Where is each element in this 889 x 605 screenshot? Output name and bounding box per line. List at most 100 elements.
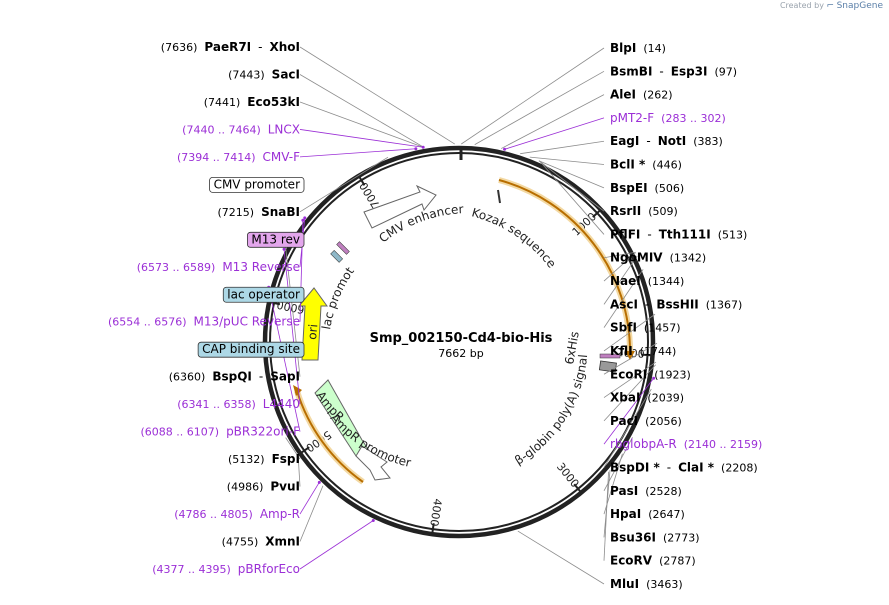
label-sep: - [259,370,263,384]
label-name: BclI * [610,158,646,172]
label-name: PasI [610,484,638,498]
label-pos: (7443) [228,68,265,81]
label-pos: (2208) [721,461,758,474]
site-label-kfli[interactable]: KflI(1744) [610,344,676,358]
site-label-saci[interactable]: (7443)SacI [228,67,300,81]
leader-line [539,160,605,212]
label-sep: - [258,40,262,54]
site-label-bsu36i[interactable]: Bsu36I(2773) [610,530,700,544]
primer-label-pbr322ori-f[interactable]: (6088 .. 6107)pBR322ori-F [141,425,301,439]
site-label-paci[interactable]: PacI(2056) [610,414,682,428]
feature-label-cap-binding-site[interactable]: CAP binding site [197,341,305,358]
site-label-pflfi[interactable]: PflFI-Tth111I(513) [610,227,747,241]
lac-operator-box [336,241,350,255]
label-pos: (14) [643,42,666,55]
label-name2: XhoI [269,40,300,54]
leader-line [299,520,374,570]
features [293,177,635,485]
label-name: pBRforEco [238,562,300,576]
primer-label-l4440[interactable]: (6341 .. 6358)L4440 [177,397,300,411]
site-label-xbai[interactable]: XbaI(2039) [610,391,684,405]
label-name2: Esp3I [671,64,708,78]
site-label-pvui[interactable]: (4986)PvuI [227,480,300,494]
label-pos: (2056) [645,415,682,428]
primer-label-m13-reverse[interactable]: (6573 .. 6589)M13 Reverse [137,260,300,274]
label-box-lac-operator [222,286,305,303]
primer-label-rbglobpa-r[interactable]: rbglobpA-R(2140 .. 2159) [610,437,762,451]
label-pos: (7215) [218,206,255,219]
site-label-mlui[interactable]: MluI(3463) [610,577,683,591]
site-label-ecorv[interactable]: EcoRV(2787) [610,554,696,568]
primer-label-cmv-f[interactable]: (7394 .. 7414)CMV-F [177,150,300,164]
site-label-bspdi[interactable]: BspDI *-ClaI *(2208) [610,460,758,474]
label-pos: (2140 .. 2159) [684,438,763,451]
site-label-rsrii[interactable]: RsrII(509) [610,204,678,218]
label-pos: (3463) [646,578,683,591]
label-box-cap-binding-site [197,341,305,358]
label-name: CAP binding site [202,342,300,356]
label-name: M13 rev [251,232,300,246]
label-sep: - [646,134,650,148]
site-label-snabi[interactable]: (7215) SnaBI [218,205,300,219]
label-name2: NotI [658,134,687,148]
feature-label-cmv-promoter[interactable]: CMV promoter [209,176,305,193]
site-label-ngomiv[interactable]: NgoMIV(1342) [610,251,706,265]
primer-site-mark [282,247,286,251]
primer-label-amp-r[interactable]: (4786 .. 4805)Amp-R [174,507,300,521]
leader-line [283,249,301,405]
primer-site-mark [371,518,375,522]
tick-5000 [299,446,310,455]
label-name: SnaBI [261,205,300,219]
site-label-pasi[interactable]: PasI(2528) [610,484,682,498]
label-name: KflI [610,344,633,358]
cds-arc [498,179,632,353]
site-label-sbfi[interactable]: SbfI(1457) [610,321,681,335]
site-label-xmni[interactable]: (4755)XmnI [222,535,300,549]
site-label-eagi[interactable]: EagI-NotI(383) [610,134,723,148]
site-label-asci[interactable]: AscI-BssHII(1367) [610,297,742,311]
primer-label-lncx[interactable]: (7440 .. 7464) LNCX [182,122,300,136]
site-label-alei[interactable]: AleI(262) [610,88,673,102]
leader-line [603,251,636,259]
feature-label-lac-operator[interactable]: lac operator [222,286,305,303]
label-pos: (1367) [706,298,743,311]
site-label-paer7i[interactable]: (7636)PaeR7I-XhoI [161,40,300,54]
site-label-bspqi[interactable]: (6360)BspQI-SapI [169,370,300,384]
site-label-fspi[interactable]: (5132)FspI [228,452,300,466]
label-name: LNCX [268,122,300,136]
label-pos: (1344) [648,275,685,288]
primer-label-pmt2-f[interactable]: pMT2-F(283 .. 302) [610,111,726,125]
label-pos: (5132) [228,453,265,466]
right-label-column: BlpI(14)BsmBI-Esp3I(97)AleI(262)pMT2-F(2… [610,41,762,591]
plasmid-length: 7662 bp [438,347,483,360]
site-label-ecori[interactable]: EcoRI(1923) [610,367,691,381]
tick-label-4000: 4000 [427,498,444,528]
label-pos: (6360) [169,371,206,384]
primer-label-pbrforeco[interactable]: (4377 .. 4395)pBRforEco [152,562,300,576]
label-sep: - [645,297,649,311]
ampr-promoter-arrow [355,445,391,481]
site-label-bcli[interactable]: BclI *(446) [610,158,682,172]
label-pos: (7440 .. 7464) [182,123,261,136]
tick-label-3000: 3000 [554,460,582,490]
leader-line [501,94,605,149]
site-label-hpai[interactable]: HpaI(2647) [610,507,685,521]
label-name: PflFI [610,227,640,241]
site-label-eco53ki[interactable]: (7441)Eco53kI [204,95,300,109]
label-name: pMT2-F [610,111,654,125]
leader-line [529,156,605,165]
site-label-naei[interactable]: NaeI(1344) [610,274,684,288]
site-label-blpi[interactable]: BlpI(14) [610,41,666,55]
leader-line [603,388,652,468]
leader-line [299,148,416,158]
leader-line [504,117,605,150]
site-label-bsmbi[interactable]: BsmBI-Esp3I(97) [610,64,737,78]
feature-label-m13-rev[interactable]: M13 rev [247,231,305,248]
site-label-bspei[interactable]: BspEI(506) [610,181,684,195]
leader-line [603,364,656,422]
primer-label-m13-puc-reverse[interactable]: (6554 .. 6576)M13/pUC Reverse [108,315,300,329]
label-pos: (2647) [648,508,685,521]
ori-arrow [297,287,328,361]
label-name: Eco53kI [247,95,300,109]
tick-7000 [357,175,366,186]
